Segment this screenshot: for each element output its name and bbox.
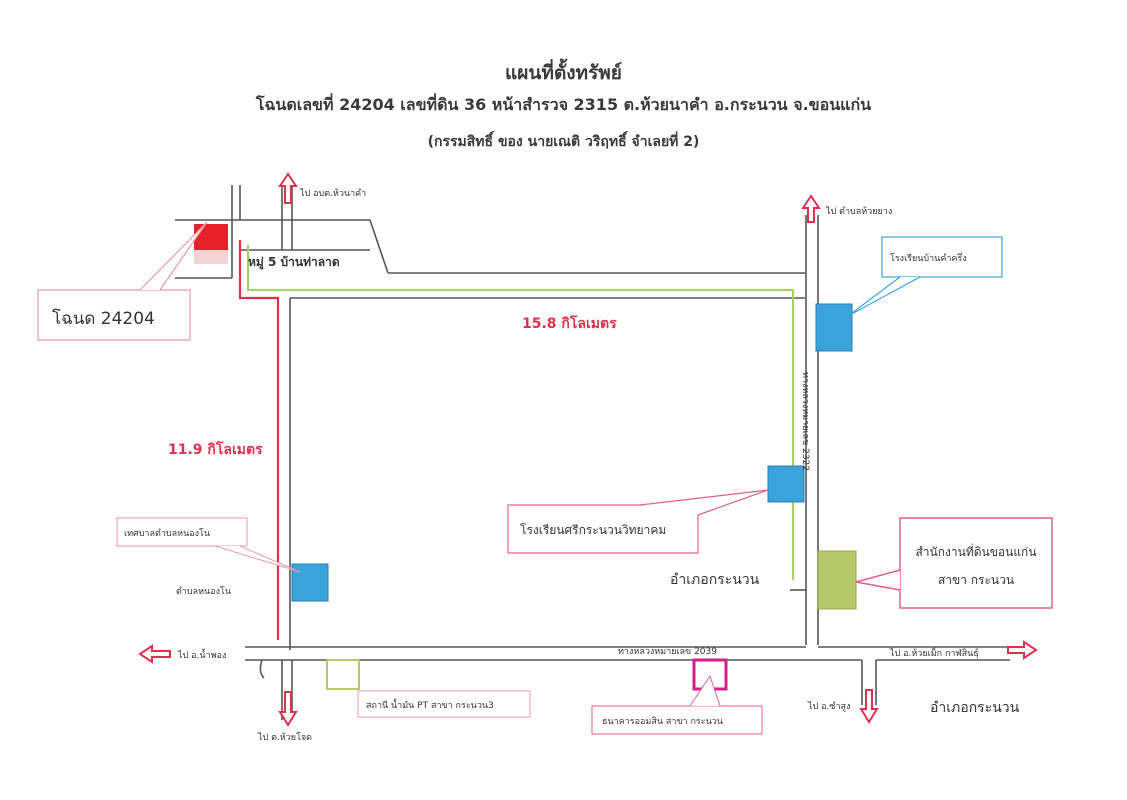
map-title: แผนที่ตั้งทรัพย์	[505, 62, 622, 84]
deed-callout-pointer	[139, 221, 208, 291]
land-office-callout-box	[899, 517, 1053, 609]
district-center-label: อำเภอกระนวน	[670, 572, 760, 588]
village-label: หมู่ 5 บ้านท่าลาด	[248, 255, 340, 270]
land-office-marker	[817, 550, 857, 610]
school-mid-callout-box	[507, 504, 699, 554]
distance-vertical: 11.9 กิโลเมตร	[168, 440, 263, 458]
red-route	[238, 240, 280, 640]
district-bottom-right-label: อำเภอกระนวน	[930, 700, 1020, 716]
arrow-west-icon	[138, 644, 171, 664]
bank-callout-text: ธนาคารออมสิน สาขา กระนวน	[602, 716, 723, 727]
school-mid-callout-text: โรงเรียนศรีกระนวนวิทยาคม	[520, 523, 666, 537]
dir-south-right-label: ไป อ.ซำสูง	[807, 701, 850, 712]
municipality-marker	[291, 563, 329, 602]
arrow-north-right-icon	[801, 194, 821, 223]
arrow-south-left-icon	[278, 691, 298, 727]
gas-station-marker	[326, 659, 360, 690]
dir-east-label: ไป อ.ห้วยเม็ก กาฬสินธุ์	[889, 646, 979, 659]
municipality-callout-pointer	[214, 545, 301, 573]
subdistrict-label: ตำบลหนองโน	[176, 586, 231, 597]
bank-callout-pointer	[689, 674, 721, 707]
gas-callout-box	[357, 690, 531, 718]
gas-callout-text: สถานี น้ำมัน PT สาขา กระนวน3	[366, 698, 494, 711]
arrow-east-icon	[1007, 640, 1038, 660]
municipality-callout-text: เทศบาลตำบลหนองโน	[124, 528, 210, 539]
green-route	[246, 245, 795, 580]
dir-north-right-label: ไป ตำบลห้วยยาง	[825, 206, 892, 217]
arrow-south-right-icon	[859, 689, 879, 724]
school-mid-marker	[767, 465, 805, 503]
direction-arrows	[138, 172, 1038, 727]
road-curl	[259, 659, 265, 679]
dir-west-label: ไป อ.น้ำพอง	[177, 648, 226, 661]
deed-marker	[194, 224, 228, 250]
deed-callout-box	[37, 289, 191, 341]
municipality-callout-box	[116, 517, 248, 547]
highway-2322-label: ทางหลวงหมายเลข 2322	[800, 372, 810, 471]
school-top-callout-pointer	[847, 276, 921, 317]
school-top-marker	[815, 303, 853, 352]
land-office-line2: สาขา กระนวน	[938, 573, 1014, 587]
land-office-line1: สำนักงานที่ดินขอนแก่น	[915, 543, 1036, 559]
highway-2039-label: ทางหลวงหมายเลข 2039	[618, 647, 717, 657]
dir-north-left-label: ไป อบต.ห้วนาคำ	[299, 188, 366, 199]
school-mid-callout-pointer	[639, 489, 769, 516]
road-top-slant	[369, 219, 389, 274]
deed-label: โฉนด 24204	[52, 308, 155, 329]
distance-horizontal: 15.8 กิโลเมตร	[522, 314, 617, 332]
dir-south-left-label: ไป ต.ห้วยโจด	[257, 732, 312, 743]
owner-line: (กรรมสิทธิ์ ของ นายเณติ วริฤทธิ์ จำเลยที…	[427, 134, 700, 150]
deed-marker-lower	[194, 250, 228, 264]
bank-callout-box	[591, 705, 763, 735]
land-office-callout-pointer	[855, 569, 901, 591]
school-top-callout-text: โรงเรียนบ้านคำครึ่ง	[890, 251, 967, 264]
arrow-north-left-icon	[278, 172, 298, 204]
school-top-callout-box	[881, 236, 1003, 278]
map-subtitle: โฉนดเลขที่ 24204 เลขที่ดิน 36 หน้าสำรวจ …	[255, 95, 872, 114]
